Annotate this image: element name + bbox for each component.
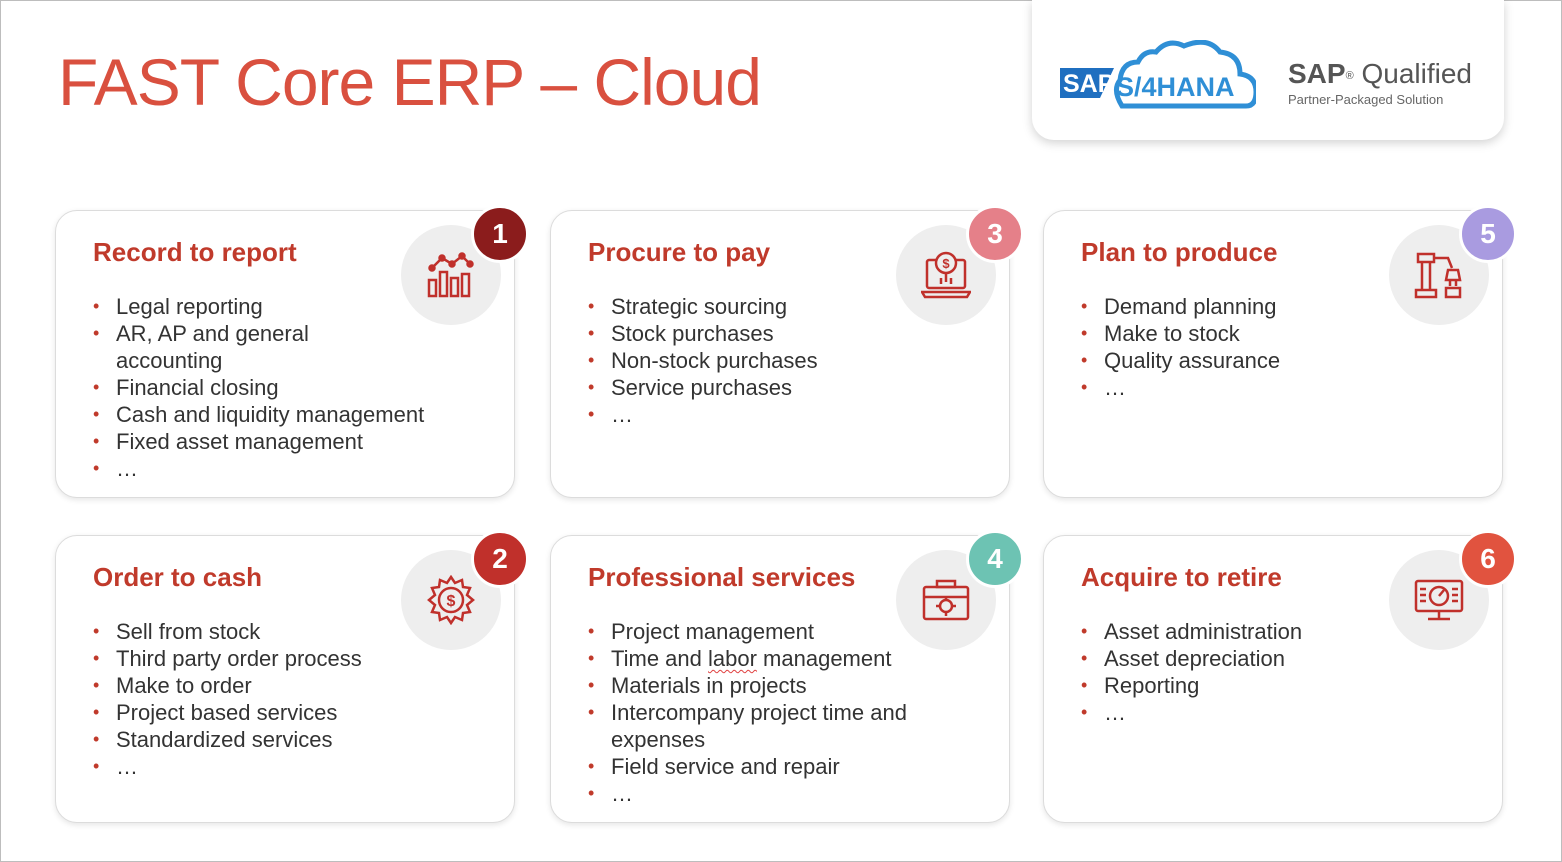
card-order-to-cash: Order to cash $ 2 Sell from stock Third … <box>55 530 529 823</box>
list-item: Asset depreciation <box>1081 645 1471 672</box>
list-item: … <box>588 780 978 807</box>
step-badge: 1 <box>471 205 529 263</box>
card-list: Legal reporting AR, AP and general accou… <box>93 293 483 482</box>
sap-qualified-logo: SAP® Qualified Partner-Packaged Solution <box>1288 58 1472 107</box>
step-badge: 4 <box>966 530 1024 588</box>
list-item: Quality assurance <box>1081 347 1471 374</box>
list-item: … <box>1081 699 1471 726</box>
logo-card: SAP S/4HANA SAP® Qualified Partner-Packa… <box>1032 0 1504 140</box>
svg-text:S/4HANA: S/4HANA <box>1116 72 1235 102</box>
list-item: Sell from stock <box>93 618 483 645</box>
list-item: Legal reporting <box>93 293 483 320</box>
card-title: Order to cash <box>93 562 263 592</box>
list-item: … <box>1081 374 1471 401</box>
list-item: Reporting <box>1081 672 1471 699</box>
card-title: Procure to pay <box>588 237 771 267</box>
item-text: management <box>756 646 892 671</box>
card-list: Asset administration Asset depreciation … <box>1081 618 1471 726</box>
svg-text:$: $ <box>447 593 456 610</box>
card-title: Record to report <box>93 237 297 267</box>
list-item: Time and labor management <box>588 645 978 672</box>
list-item: Service purchases <box>588 374 978 401</box>
list-item: Materials in projects <box>588 672 978 699</box>
sap-s4hana-logo: SAP S/4HANA <box>1060 40 1256 109</box>
card-plan-to-produce: Plan to produce 5 Demand planning Make t… <box>1043 205 1517 498</box>
list-item: Stock purchases <box>588 320 978 347</box>
step-badge: 3 <box>966 205 1024 263</box>
list-item: Standardized services <box>93 726 483 753</box>
page-title: FAST Core ERP – Cloud <box>58 45 762 119</box>
list-item: Make to stock <box>1081 320 1471 347</box>
list-item: Cash and liquidity management <box>93 401 483 428</box>
list-item: … <box>588 401 978 428</box>
list-item: Third party order process <box>93 645 483 672</box>
list-item: Fixed asset management <box>93 428 483 455</box>
item-text: Time and <box>611 646 709 671</box>
monitor-dashboard-icon <box>1414 579 1464 621</box>
card-list: Demand planning Make to stock Quality as… <box>1081 293 1471 401</box>
card-list: Strategic sourcing Stock purchases Non-s… <box>588 293 978 428</box>
qualified-brand: SAP <box>1288 58 1346 89</box>
card-record-to-report: Record to report 1 Legal reporting AR, A… <box>55 205 529 498</box>
card-acquire-to-retire: Acquire to retire 6 Asset administration… <box>1043 530 1517 823</box>
step-badge: 2 <box>471 530 529 588</box>
card-title: Professional services <box>588 562 856 592</box>
list-item: … <box>93 455 483 482</box>
card-list: Sell from stock Third party order proces… <box>93 618 483 780</box>
list-item: Financial closing <box>93 374 483 401</box>
list-item: … <box>93 753 483 780</box>
list-item: Asset administration <box>1081 618 1471 645</box>
list-item: Strategic sourcing <box>588 293 978 320</box>
list-item: Intercompany project time and expenses <box>588 699 971 753</box>
svg-text:SAP: SAP <box>1063 70 1114 98</box>
spellcheck-word: labor <box>708 646 757 671</box>
svg-text:$: $ <box>942 256 950 271</box>
qualified-reg: ® <box>1345 70 1354 82</box>
step-badge: 6 <box>1459 530 1517 588</box>
list-item: Project management <box>588 618 978 645</box>
step-badge: 5 <box>1459 205 1517 263</box>
qualified-subtitle: Partner-Packaged Solution <box>1288 92 1444 107</box>
list-item: Make to order <box>93 672 483 699</box>
list-item: Field service and repair <box>588 753 978 780</box>
list-item: Non-stock purchases <box>588 347 978 374</box>
qualified-word: Qualified <box>1361 58 1472 89</box>
list-item: Demand planning <box>1081 293 1471 320</box>
list-item: Project based services <box>93 699 483 726</box>
card-title: Plan to produce <box>1081 237 1278 267</box>
card-procure-to-pay: Procure to pay $ 3 Strategic sourcing St… <box>550 205 1024 498</box>
card-title: Acquire to retire <box>1081 562 1282 592</box>
list-item: AR, AP and general accounting <box>93 320 346 374</box>
card-professional-services: Professional services 4 Project manageme… <box>550 530 1024 823</box>
card-list: Project management Time and labor manage… <box>588 618 978 807</box>
